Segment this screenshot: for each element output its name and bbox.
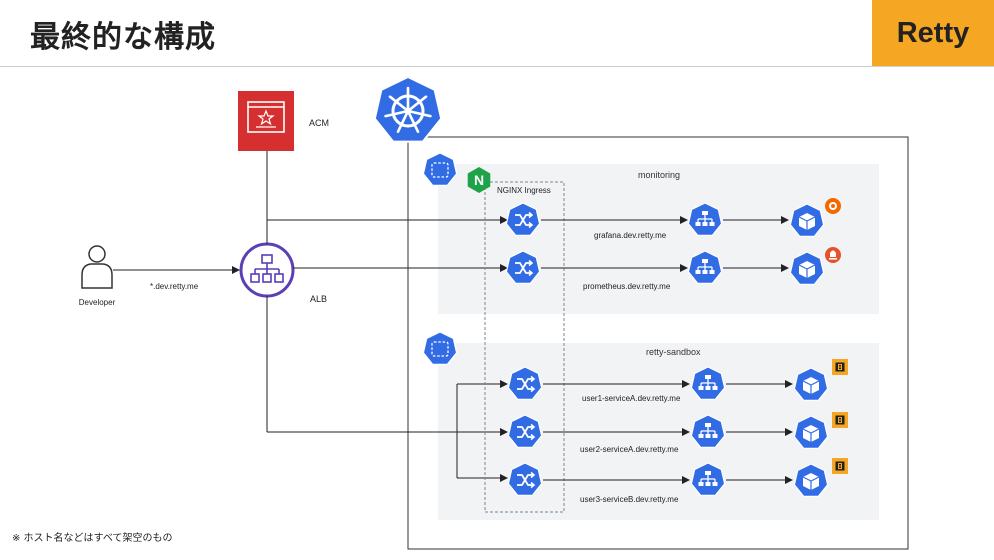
app-badge-icon bbox=[831, 411, 849, 429]
host-label: user2-serviceA.dev.retty.me bbox=[580, 445, 679, 454]
footnote: ※ ホスト名などはすべて架空のもの bbox=[12, 533, 173, 544]
nginx-ingress-label: NGINX Ingress bbox=[497, 186, 551, 195]
brand-logo: Retty bbox=[872, 0, 994, 66]
nginx-icon: N bbox=[467, 167, 491, 193]
wildcard-domain-label: *.dev.retty.me bbox=[150, 282, 199, 291]
acm-label: ACM bbox=[309, 118, 329, 128]
host-label: user3-serviceB.dev.retty.me bbox=[580, 495, 679, 504]
namespace-sandbox-label: retty-sandbox bbox=[646, 347, 701, 357]
page-title: 最終的な構成 bbox=[30, 20, 216, 55]
kubernetes-icon bbox=[373, 75, 443, 143]
host-label: grafana.dev.retty.me bbox=[594, 231, 667, 240]
acm-icon bbox=[238, 91, 294, 151]
app-badge-icon bbox=[831, 358, 849, 376]
grafana-icon bbox=[825, 198, 841, 214]
developer-icon bbox=[81, 245, 113, 289]
nginx-ingress-boundary bbox=[484, 181, 565, 513]
host-label: user1-serviceA.dev.retty.me bbox=[582, 394, 681, 403]
nginx-letter: N bbox=[474, 172, 484, 188]
prometheus-icon bbox=[825, 247, 841, 263]
alb-label: ALB bbox=[310, 294, 327, 304]
app-badge-icon bbox=[831, 457, 849, 475]
host-label: prometheus.dev.retty.me bbox=[583, 282, 671, 291]
namespace-monitoring-panel bbox=[438, 164, 879, 314]
alb-icon bbox=[239, 242, 295, 298]
namespace-monitoring-label: monitoring bbox=[638, 170, 680, 180]
developer-label: Developer bbox=[79, 298, 116, 307]
header-divider bbox=[0, 66, 994, 67]
